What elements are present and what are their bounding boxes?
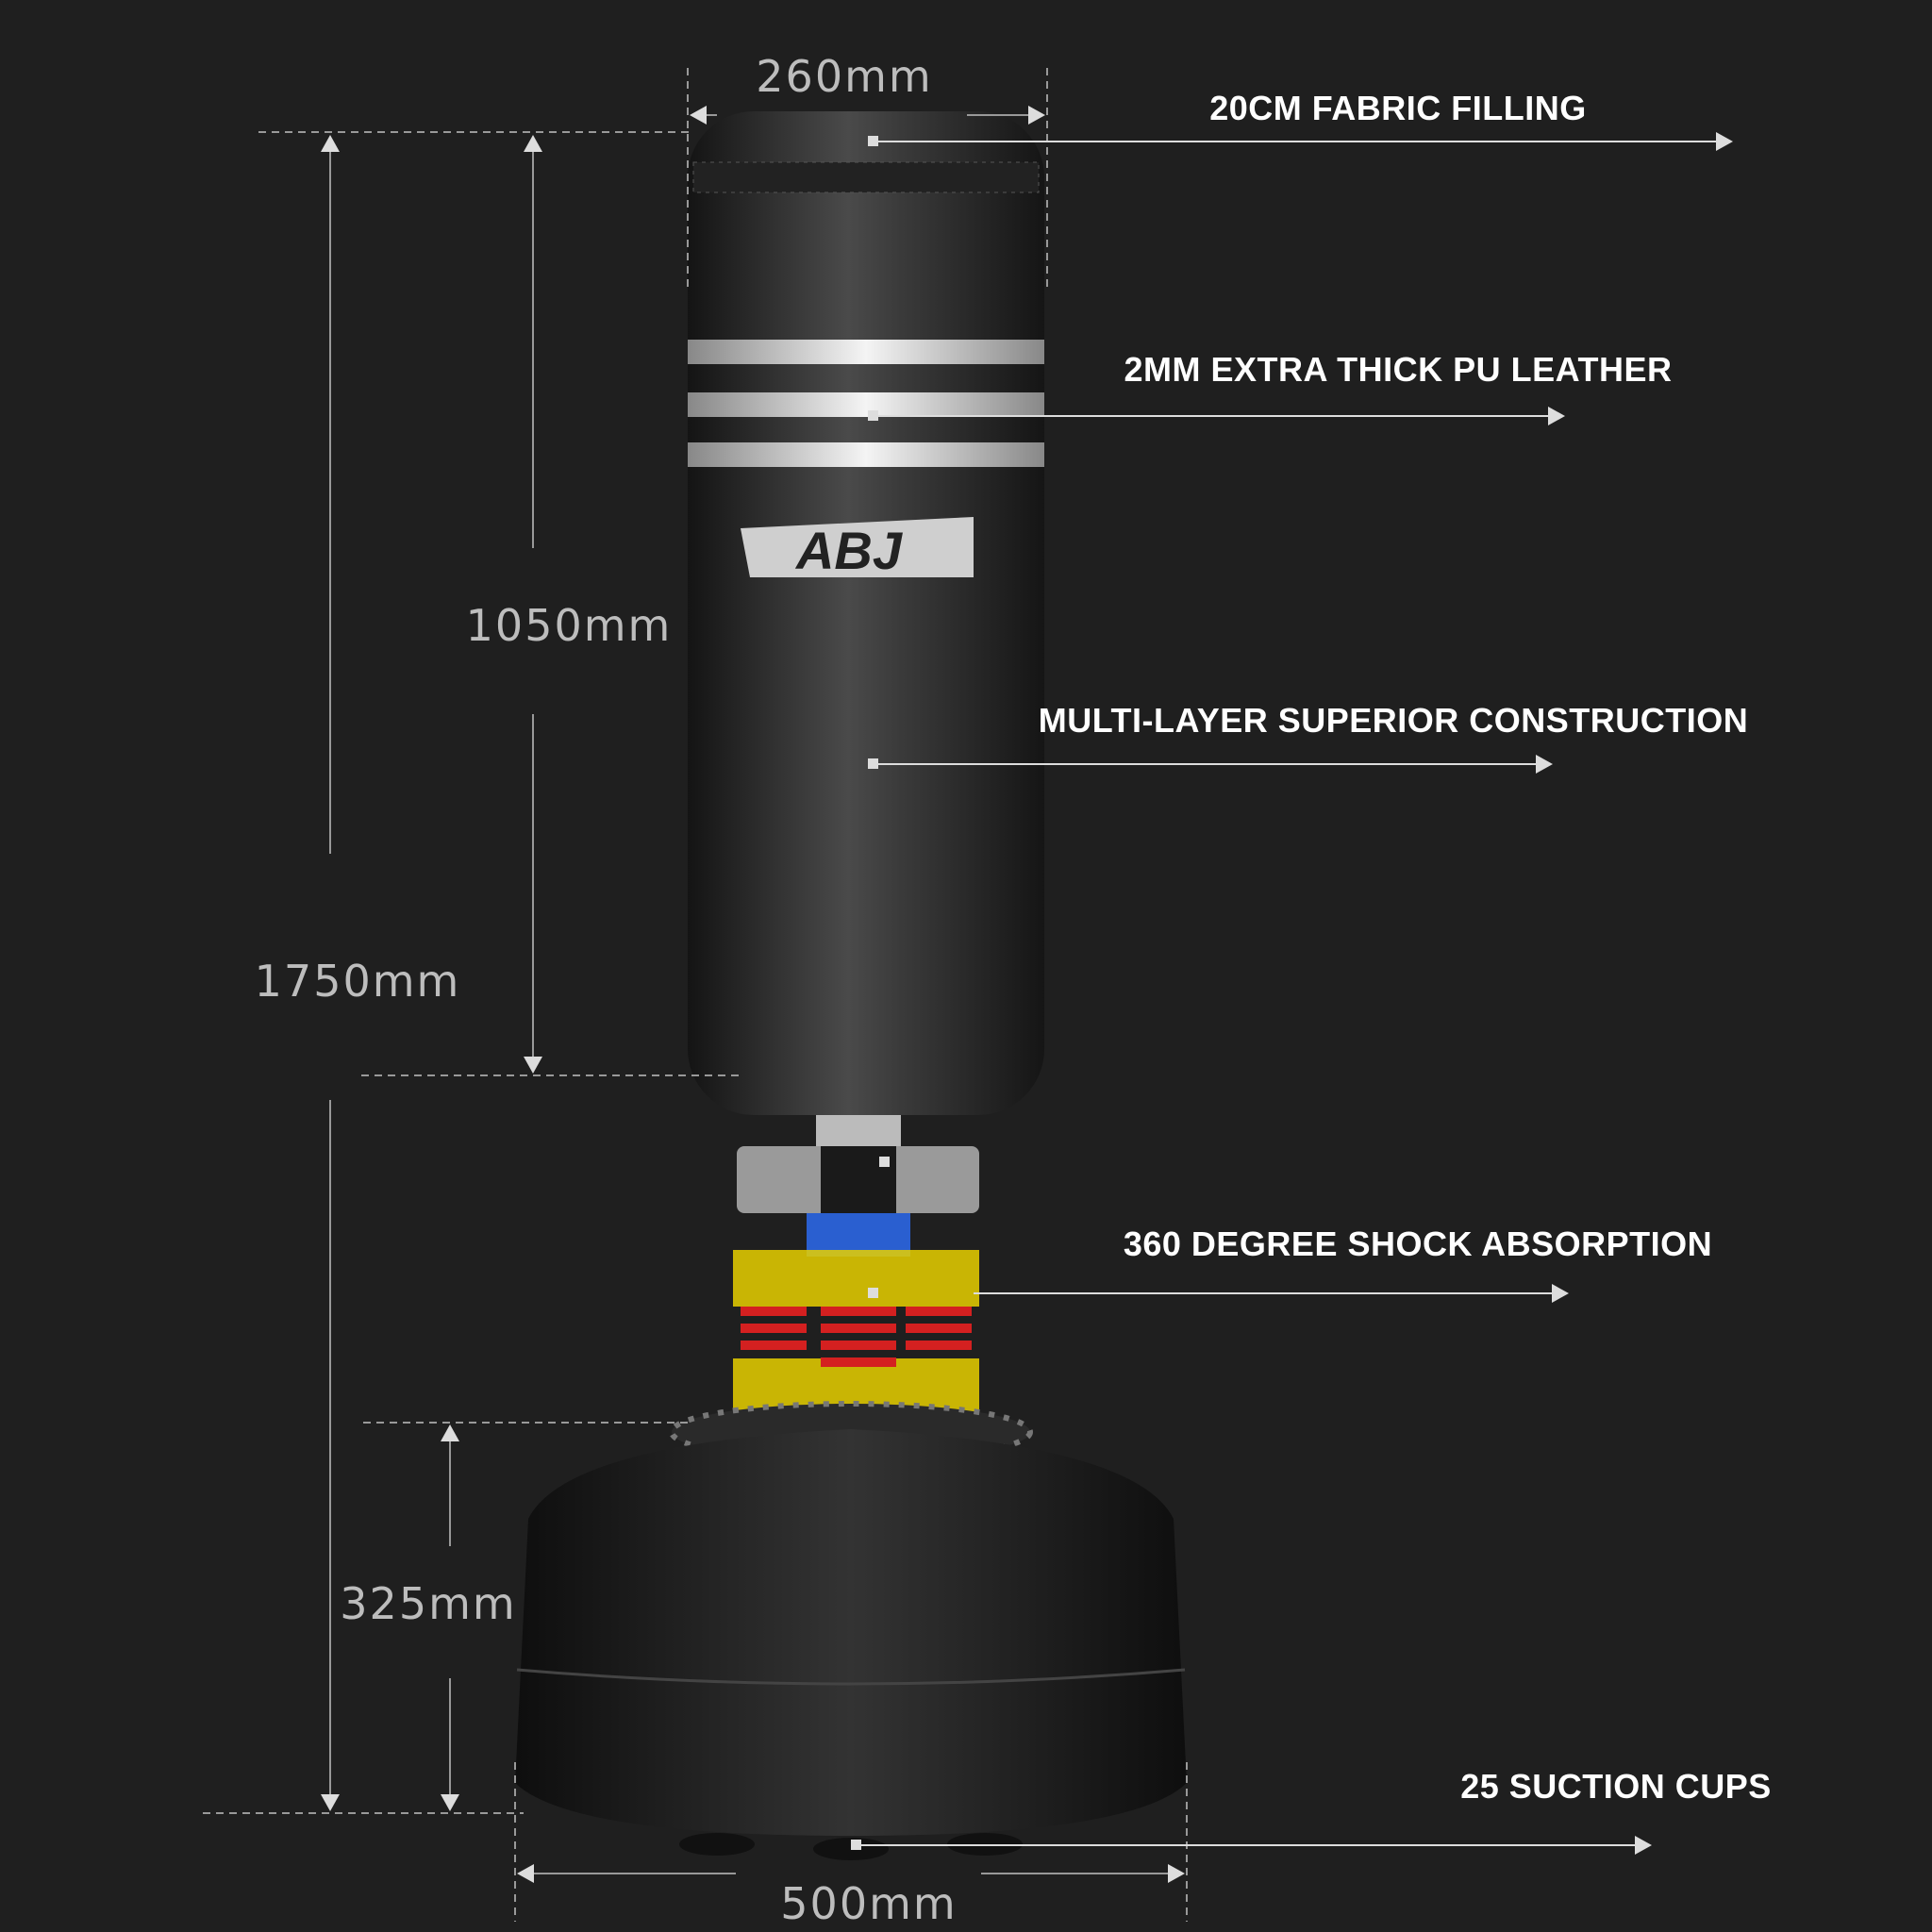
- base-height-dimension: 325mm: [340, 1578, 517, 1629]
- abj-logo: ABJ: [741, 517, 974, 580]
- dimension-arrows: [321, 106, 1185, 1883]
- svg-text:ABJ: ABJ: [794, 521, 904, 580]
- total-height-dimension: 1750mm: [254, 956, 461, 1007]
- base-width-dimension: 500mm: [780, 1878, 958, 1929]
- silver-band: [688, 442, 1044, 467]
- silver-band: [688, 392, 1044, 417]
- callout-arrows: [851, 132, 1733, 1855]
- shock-absorber: [733, 1250, 979, 1417]
- feature-fabric-filling: 20CM FABRIC FILLING: [1209, 89, 1587, 127]
- feature-construction: MULTI-LAYER SUPERIOR CONSTRUCTION: [1038, 701, 1749, 740]
- feature-shock-absorption: 360 DEGREE SHOCK ABSORPTION: [1123, 1224, 1713, 1263]
- connector: [737, 1115, 979, 1257]
- silver-band: [688, 340, 1044, 364]
- feature-suction-cups: 25 SUCTION CUPS: [1460, 1767, 1772, 1806]
- bag-height-dimension: 1050mm: [465, 600, 673, 651]
- feature-pu-leather: 2MM EXTRA THICK PU LEATHER: [1124, 350, 1673, 389]
- bag: ABJ: [688, 111, 1044, 1115]
- width-dimension: 260mm: [756, 51, 933, 102]
- base: [515, 1401, 1187, 1860]
- dimension-guides: [203, 68, 1188, 1922]
